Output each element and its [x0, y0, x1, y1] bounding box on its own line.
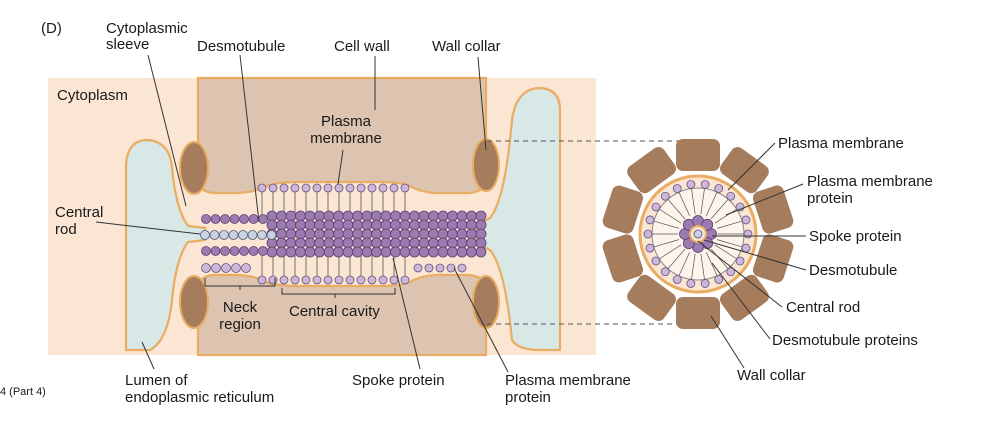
label-cytoplasm: Cytoplasm — [57, 87, 128, 104]
xs-label-wall-collar: Wall collar — [737, 367, 806, 384]
wall-collar-lower-left — [179, 275, 209, 329]
leader-lines — [95, 54, 807, 373]
label-lumen-2: endoplasmic reticulum — [125, 389, 275, 406]
label-pm-protein-bottom-1: Plasma membrane — [505, 372, 631, 389]
figure-part-label: 4 (Part 4) — [0, 386, 46, 398]
cell-wall — [196, 76, 488, 195]
label-plasma-membrane-2: membrane — [310, 130, 382, 147]
wall-collar-upper-right — [472, 138, 500, 192]
spoke-proteins — [261, 190, 406, 278]
label-pm-protein-bottom-2: protein — [505, 389, 551, 406]
label-neck-region-2: region — [219, 316, 261, 333]
xs-label-pm-protein-1: Plasma membrane — [807, 173, 933, 190]
neck-region-bracket — [204, 278, 276, 290]
panel-label: (D) — [41, 20, 62, 37]
label-wall-collar-top: Wall collar — [432, 38, 501, 55]
desmotubule-proteins — [201, 210, 487, 258]
central-rod — [200, 230, 277, 240]
label-cytoplasmic-sleeve-2: sleeve — [106, 36, 150, 53]
xs-label-pm-protein-2: protein — [807, 190, 853, 207]
wall-collar-upper-left — [179, 141, 209, 195]
plasma-membrane-proteins — [201, 183, 467, 285]
label-cytoplasmic-sleeve-1: Cytoplasmic — [106, 20, 188, 37]
label-cell-wall: Cell wall — [334, 38, 390, 55]
xs-label-desmotubule-proteins: Desmotubule proteins — [772, 332, 918, 349]
xs-label-plasma-membrane: Plasma membrane — [778, 135, 904, 152]
er-lumen-right — [474, 86, 562, 352]
label-spoke-protein-bottom: Spoke protein — [352, 372, 445, 389]
wall-collar-lower-right — [472, 275, 500, 329]
label-central-rod-2: rod — [55, 221, 77, 238]
label-central-cavity: Central cavity — [289, 303, 380, 320]
label-neck-region-1: Neck — [222, 299, 258, 316]
label-lumen-1: Lumen of — [125, 372, 188, 389]
xs-label-central-rod: Central rod — [786, 299, 861, 316]
xs-label-spoke-protein: Spoke protein — [809, 228, 902, 245]
xs-label-desmotubule: Desmotubule — [809, 262, 898, 279]
er-lumen-left — [124, 138, 207, 352]
cross-section — [602, 139, 794, 329]
label-plasma-membrane-1: Plasma — [320, 113, 372, 130]
label-desmotubule: Desmotubule — [197, 38, 286, 55]
label-central-rod-1: Central — [55, 204, 104, 221]
central-cavity-bracket — [281, 288, 396, 298]
cell-wall-lower — [196, 273, 488, 357]
